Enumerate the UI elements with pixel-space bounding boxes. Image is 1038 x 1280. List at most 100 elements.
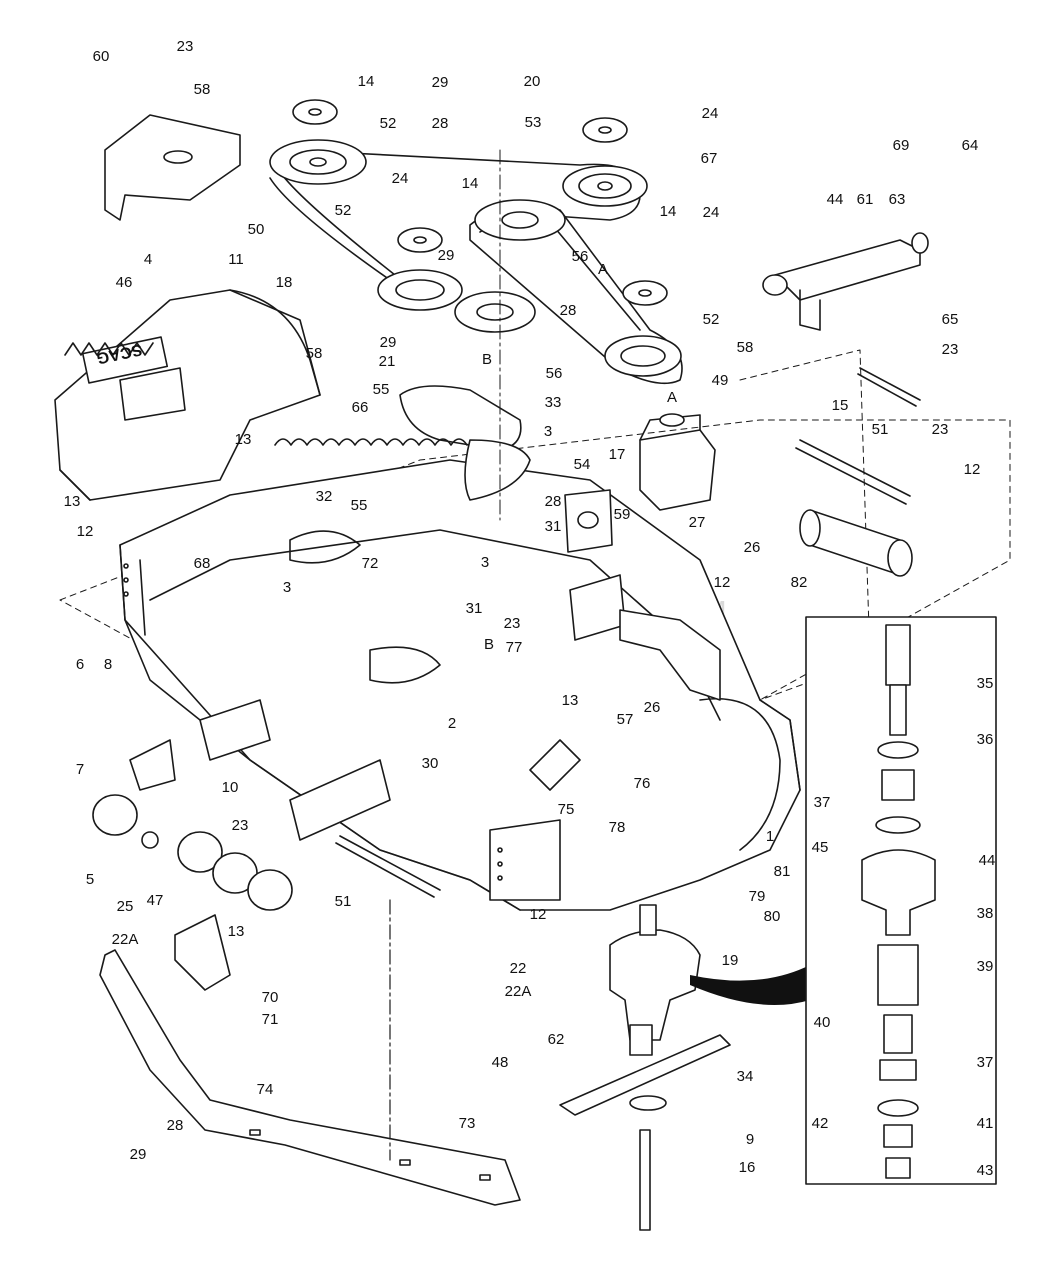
part-number-label: 68	[194, 555, 211, 572]
part-number-label: 9	[746, 1131, 754, 1148]
part-number-label: 30	[422, 755, 439, 772]
mounting-plate	[564, 489, 613, 553]
part-number-label: 46	[116, 274, 133, 291]
part-number-label: 28	[432, 115, 449, 132]
part-number-label: 45	[812, 839, 829, 856]
part-number-label: 27	[689, 514, 706, 531]
part-number-label: A	[667, 389, 677, 406]
part-number-label: 12	[714, 574, 731, 591]
part-number-label: 63	[889, 191, 906, 208]
part-number-label: 55	[373, 381, 390, 398]
wheel-bracket	[129, 739, 176, 791]
part-number-label: 6	[76, 656, 84, 673]
front-bumper	[99, 949, 521, 1206]
part-number-label: 37	[814, 794, 831, 811]
pulleys	[269, 99, 682, 377]
part-number-label: 21	[379, 353, 396, 370]
part-number-label: 28	[545, 493, 562, 510]
part-number-label: 58	[194, 81, 211, 98]
part-number-label: 32	[316, 488, 333, 505]
part-number-label: 18	[276, 274, 293, 291]
part-number-label: 22	[510, 960, 527, 977]
part-number-label: 47	[147, 892, 164, 909]
blade-washer	[629, 1095, 667, 1111]
part-number-label: 23	[232, 817, 249, 834]
part-number-label: 79	[749, 888, 766, 905]
phantom-frame	[739, 349, 871, 701]
part-number-label: 37	[977, 1054, 994, 1071]
part-number-label: 36	[977, 731, 994, 748]
part-number-label: 25	[117, 898, 134, 915]
part-number-label: 58	[306, 345, 323, 362]
part-number-label: 17	[609, 446, 626, 463]
part-number-label: 26	[644, 699, 661, 716]
blade	[559, 1034, 731, 1116]
part-number-label: 29	[130, 1146, 147, 1163]
spindle-exploded	[861, 624, 936, 1179]
part-number-label: 57	[617, 711, 634, 728]
part-number-label: 42	[812, 1115, 829, 1132]
mounting-plate-hole	[577, 511, 599, 529]
part-number-label: 51	[335, 893, 352, 910]
part-number-label: 28	[560, 302, 577, 319]
part-number-label: 14	[660, 203, 677, 220]
part-number-label: 11	[228, 251, 244, 268]
part-number-label: 38	[977, 905, 994, 922]
part-number-label: 52	[335, 202, 352, 219]
hitch-bar	[762, 232, 929, 331]
callout-wedge	[690, 965, 810, 1005]
part-number-label: 8	[104, 656, 112, 673]
part-number-label: 44	[979, 852, 996, 869]
rods	[335, 367, 921, 898]
part-number-label: 29	[432, 74, 449, 91]
part-number-label: 29	[380, 334, 397, 351]
part-number-label: 43	[977, 1162, 994, 1179]
part-number-label: 3	[481, 554, 489, 571]
part-number-label: 24	[392, 170, 409, 187]
part-number-label: 12	[77, 523, 94, 540]
part-number-label: 61	[857, 191, 874, 208]
part-number-label: 3	[283, 579, 291, 596]
part-number-label: 67	[701, 150, 718, 167]
part-number-label: 22A	[505, 983, 532, 1000]
part-number-label: 12	[530, 906, 547, 923]
part-number-label: 56	[546, 365, 563, 382]
part-number-label: 59	[614, 506, 631, 523]
part-number-label: 54	[574, 456, 591, 473]
part-number-label: 2	[448, 715, 456, 732]
part-number-label: 66	[352, 399, 369, 416]
part-number-label: 15	[832, 397, 849, 414]
gauge-wheels	[92, 794, 293, 911]
part-number-label: 19	[722, 952, 739, 969]
part-number-label: 23	[932, 421, 949, 438]
part-number-label: 70	[262, 989, 279, 1006]
roller	[799, 509, 913, 577]
part-number-label: 23	[942, 341, 959, 358]
part-number-label: 73	[459, 1115, 476, 1132]
part-number-label: 39	[977, 958, 994, 975]
idler-plate	[399, 385, 531, 501]
part-number-label: 44	[827, 191, 844, 208]
part-number-label: 16	[739, 1159, 756, 1176]
part-number-label: 69	[893, 137, 910, 154]
springs	[64, 342, 468, 446]
part-number-label: 71	[262, 1011, 279, 1028]
spindle-assembly	[609, 904, 701, 1056]
part-number-label: 80	[764, 908, 781, 925]
part-number-label: 53	[525, 114, 542, 131]
part-number-label: 40	[814, 1014, 831, 1031]
part-number-label: 34	[737, 1068, 754, 1085]
part-number-label: 75	[558, 801, 575, 818]
part-number-label: 29	[438, 247, 455, 264]
part-number-label: 60	[93, 48, 110, 65]
part-number-label: B	[484, 636, 494, 653]
part-number-label: 4	[144, 251, 152, 268]
part-number-label: 13	[562, 692, 579, 709]
part-number-label: 23	[504, 615, 521, 632]
part-number-label: 13	[64, 493, 81, 510]
part-number-label: 55	[351, 497, 368, 514]
part-number-label: 22A	[112, 931, 139, 948]
part-number-label: 14	[358, 73, 375, 90]
bracket	[619, 609, 721, 701]
part-number-label: B	[482, 351, 492, 368]
